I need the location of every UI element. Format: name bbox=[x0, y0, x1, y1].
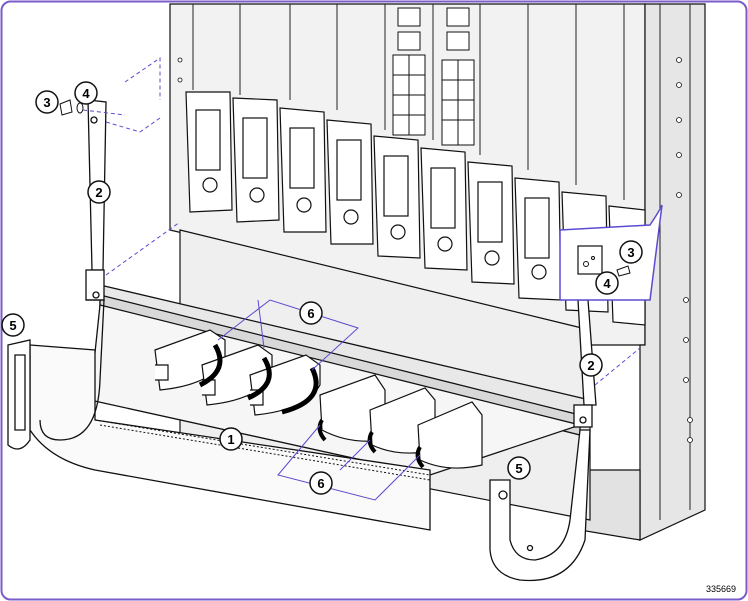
ejector-6 bbox=[420, 147, 468, 271]
callout-5-right: 5 bbox=[507, 456, 531, 480]
svg-text:4: 4 bbox=[82, 86, 90, 101]
ejector-1 bbox=[185, 91, 233, 213]
chassis-slot-lines bbox=[192, 4, 691, 520]
svg-text:3: 3 bbox=[627, 245, 634, 260]
svg-text:6: 6 bbox=[317, 476, 324, 491]
callout-6-bottom: 6 bbox=[309, 471, 333, 495]
left-screw-detail bbox=[59, 99, 84, 116]
ejector-2 bbox=[232, 97, 280, 223]
cable-guides-lower bbox=[317, 374, 483, 469]
callout-4-left: 4 bbox=[74, 81, 98, 105]
svg-text:3: 3 bbox=[43, 95, 50, 110]
ejector-5 bbox=[373, 135, 421, 259]
port-module-left bbox=[392, 7, 426, 136]
guide-lower-3 bbox=[417, 401, 483, 469]
svg-text:2: 2 bbox=[587, 358, 594, 373]
ejector-4 bbox=[326, 119, 374, 245]
callout-4-right: 4 bbox=[595, 271, 619, 295]
port-module-right bbox=[441, 7, 475, 146]
svg-text:6: 6 bbox=[307, 306, 314, 321]
callout-3-right: 3 bbox=[619, 240, 643, 264]
figure-id: 335669 bbox=[706, 584, 736, 594]
side-mounting-holes bbox=[177, 57, 693, 443]
svg-text:1: 1 bbox=[227, 432, 234, 447]
callout-1: 1 bbox=[219, 427, 243, 451]
zoom-inset bbox=[559, 204, 663, 301]
svg-text:4: 4 bbox=[603, 276, 611, 291]
ejector-7 bbox=[467, 161, 515, 285]
callout-2-right: 2 bbox=[579, 353, 603, 377]
cable-guides-upper bbox=[154, 329, 321, 416]
svg-text:5: 5 bbox=[9, 318, 16, 333]
callout-2-left: 2 bbox=[87, 180, 111, 204]
callout-3-left: 3 bbox=[35, 90, 59, 114]
ejector-3 bbox=[279, 107, 327, 233]
svg-text:5: 5 bbox=[515, 461, 522, 476]
callout-5-left: 5 bbox=[1, 313, 25, 337]
ejector-8 bbox=[514, 177, 562, 301]
svg-text:2: 2 bbox=[95, 185, 102, 200]
callout-6-top: 6 bbox=[299, 301, 323, 325]
